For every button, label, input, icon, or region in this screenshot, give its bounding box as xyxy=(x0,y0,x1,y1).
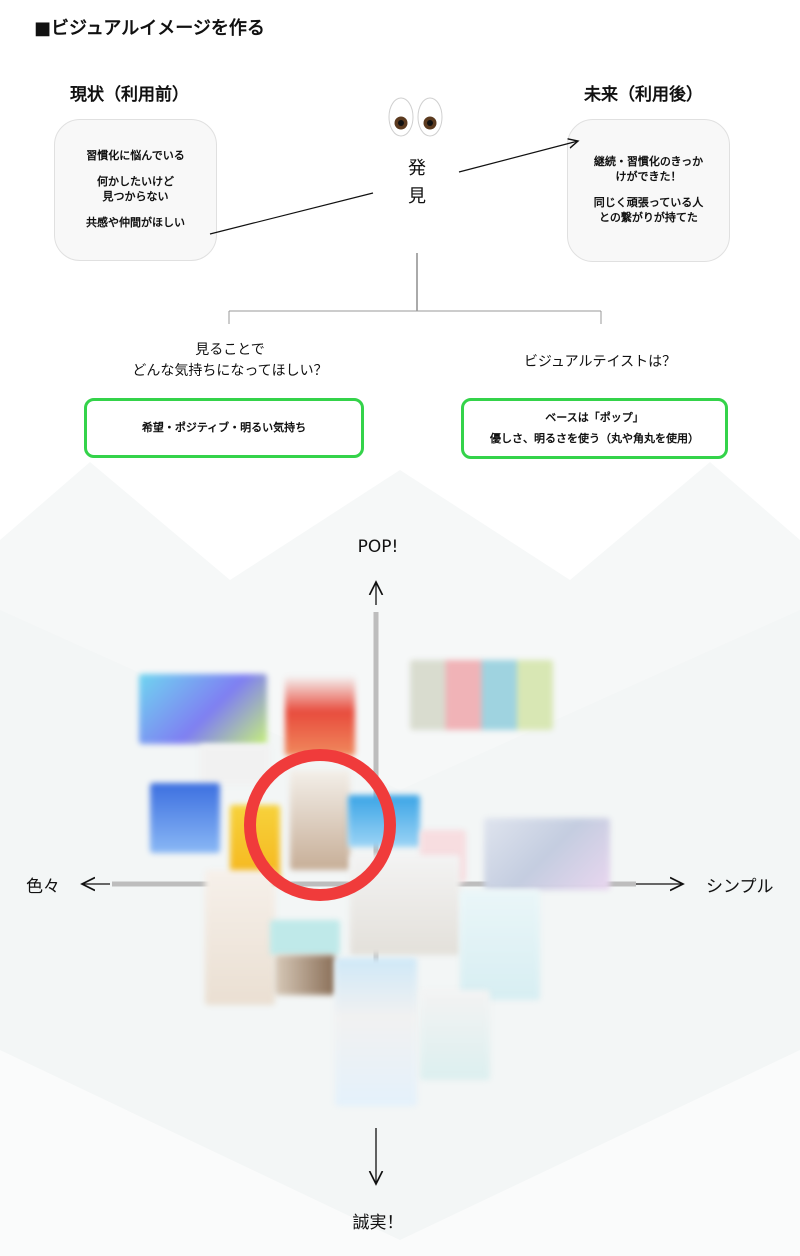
thumbnail xyxy=(275,955,335,995)
thumbnail xyxy=(200,745,270,785)
discovery-label: 発 見 xyxy=(408,158,426,207)
taste-answer-line-1: ベースは「ポップ」 xyxy=(545,410,644,424)
thumbnail xyxy=(484,818,610,890)
thumbnail xyxy=(205,870,275,1005)
thumbnail xyxy=(270,920,340,955)
thumbnail xyxy=(285,676,355,756)
taste-question: ビジュアルテイストは？ xyxy=(523,354,677,370)
current-card: 習慣化に悩んでいる 何かしたいけど 見つからない 共感や仲間がほしい xyxy=(54,119,217,261)
feeling-answer: 希望・ポジティブ・明るい気持ち xyxy=(141,420,307,434)
axis-label-bottom: 誠実！ xyxy=(352,1213,404,1233)
future-card: 継続・習慣化のきっか けができた！ 同じく頑張っている人 との繋がりが持てた xyxy=(567,119,730,262)
feeling-answer-box: 希望・ポジティブ・明るい気持ち xyxy=(84,398,364,458)
future-line-2: 同じく頑張っている人 との繋がりが持てた xyxy=(593,196,704,224)
thumbnail xyxy=(335,958,417,1106)
taste-answer-box: ベースは「ポップ」 優しさ、明るさを使う（丸や角丸を使用） xyxy=(461,398,728,459)
thumbnail xyxy=(150,783,220,853)
current-line-3: 共感や仲間がほしい xyxy=(86,215,185,229)
thumbnail xyxy=(420,990,490,1080)
thumbnail xyxy=(139,674,267,744)
current-heading: 現状（利用前） xyxy=(70,85,189,105)
taste-answer-line-2: 優しさ、明るさを使う（丸や角丸を使用） xyxy=(490,431,699,445)
future-heading: 未来（利用後） xyxy=(584,85,703,105)
page-title: ■ビジュアルイメージを作る xyxy=(34,18,265,39)
current-line-1: 習慣化に悩んでいる xyxy=(86,149,185,163)
connector-lines xyxy=(209,0,602,324)
feeling-question: 見ることで どんな気持ちになってほしい？ xyxy=(132,342,328,379)
eyes-icon xyxy=(388,97,443,137)
current-line-2: 何かしたいけど 見つからない xyxy=(97,175,174,203)
axis-label-right: シンプル xyxy=(706,877,774,897)
thumbnail xyxy=(410,660,553,730)
thumbnail xyxy=(460,890,540,1000)
axis-label-left: 色々 xyxy=(26,877,60,897)
highlight-circle xyxy=(244,749,396,901)
future-line-1: 継続・習慣化のきっか けができた！ xyxy=(593,155,704,184)
thumbnail xyxy=(290,770,350,870)
axis-label-top: POP! xyxy=(357,537,399,557)
